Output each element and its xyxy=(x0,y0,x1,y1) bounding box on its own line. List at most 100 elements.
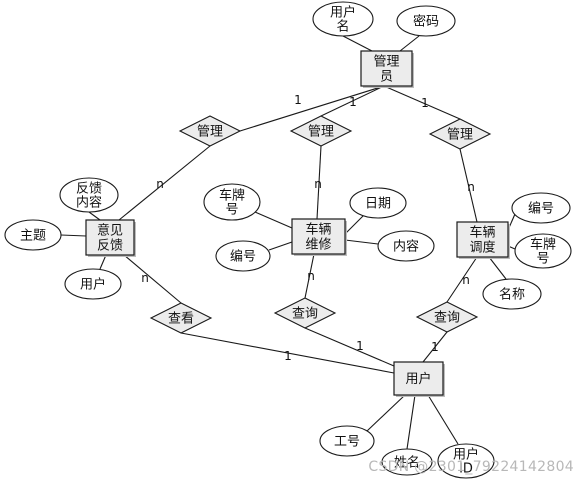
connector-line xyxy=(88,211,101,221)
cardinality-c5: n xyxy=(314,177,322,191)
label-text: 内容 xyxy=(76,195,102,211)
label-text: 编号 xyxy=(528,202,554,217)
cardinality-c6: n xyxy=(467,180,475,194)
connector-line xyxy=(342,35,373,52)
label-text: 用户 xyxy=(405,371,431,387)
relationship-r_query2: 查询 xyxy=(415,301,479,333)
connector-lines xyxy=(60,35,516,450)
cardinality-c12: 1 xyxy=(431,340,439,354)
attribute-dp_name: 名称 xyxy=(482,278,542,310)
connector-line xyxy=(304,327,395,367)
connector-line xyxy=(399,35,420,52)
relationship-r_view: 查看 xyxy=(149,302,213,334)
connector-line xyxy=(123,254,182,304)
label-text: 车牌 xyxy=(530,237,556,253)
attribute-ellipse xyxy=(319,425,375,457)
attribute-admin_password: 密码 xyxy=(396,5,456,37)
attribute-fb_subject: 主题 xyxy=(4,219,62,251)
attribute-rp_date: 日期 xyxy=(349,187,407,219)
label-text: 查看 xyxy=(168,311,194,327)
entity-box xyxy=(291,218,346,255)
label-text: 管理 xyxy=(308,125,334,140)
connector-line xyxy=(427,394,459,445)
label-text: 编号 xyxy=(230,250,256,265)
attribute-fb_user: 用户 xyxy=(64,268,122,300)
connector-line xyxy=(488,256,507,280)
attribute-dp_plate: 车牌号 xyxy=(514,233,572,269)
label-text: 维修 xyxy=(305,238,331,253)
cardinality-c11: 1 xyxy=(356,339,364,353)
attribute-ellipse xyxy=(203,183,261,221)
label-text: 查询 xyxy=(292,307,318,322)
relationship-diamond xyxy=(428,118,492,150)
label-text: 内容 xyxy=(393,239,419,255)
connector-line xyxy=(254,211,293,229)
attribute-rp_no: 编号 xyxy=(215,240,271,272)
connector-line xyxy=(268,241,293,251)
label-text: 车牌 xyxy=(219,188,245,204)
label-text: 日期 xyxy=(365,197,391,212)
label-text: 名 xyxy=(336,19,349,35)
cardinality-c3: 1 xyxy=(421,96,429,110)
label-text: 管理 xyxy=(373,55,399,70)
connector-line xyxy=(366,394,406,432)
relationship-r_manage1: 管理 xyxy=(178,115,242,147)
attribute-u_name: 姓名 xyxy=(381,448,433,476)
relationship-diamond xyxy=(415,301,479,333)
connector-line xyxy=(180,332,395,374)
label-text: 管理 xyxy=(197,125,223,140)
label-text: 反馈 xyxy=(76,182,102,197)
attribute-ellipse xyxy=(396,5,456,37)
connector-line xyxy=(406,394,416,450)
label-text: 反馈 xyxy=(97,239,123,254)
attribute-ellipse xyxy=(59,177,119,213)
label-text: 密码 xyxy=(413,14,439,30)
label-text: 用户 xyxy=(453,447,479,463)
attribute-u_jobno: 工号 xyxy=(319,425,375,457)
connector-line xyxy=(344,213,366,235)
label-text: 用户 xyxy=(80,277,106,293)
connector-line xyxy=(239,85,385,132)
label-text: 号 xyxy=(536,252,549,267)
cardinality-c10: 1 xyxy=(284,349,292,363)
connector-line xyxy=(99,254,107,270)
attribute-ellipse xyxy=(511,192,571,224)
cardinality-c1: 1 xyxy=(294,93,302,107)
cardinality-c7: n xyxy=(141,271,149,285)
attribute-dp_no: 编号 xyxy=(511,192,571,224)
label-text: 工号 xyxy=(334,435,360,450)
relationship-diamond xyxy=(178,115,242,147)
label-text: 员 xyxy=(380,70,393,85)
label-text: 号 xyxy=(225,203,238,218)
label-text: 用户 xyxy=(330,5,356,21)
connector-line xyxy=(118,145,211,221)
relationship-diamond xyxy=(273,297,337,329)
attribute-ellipse xyxy=(4,219,62,251)
connector-line xyxy=(383,85,461,120)
attribute-ellipse xyxy=(215,240,271,272)
entity-box xyxy=(393,361,444,396)
attribute-ellipse xyxy=(312,1,374,37)
attribute-ellipse xyxy=(514,233,572,269)
attribute-ellipse xyxy=(437,443,495,479)
relationship-r_manage3: 管理 xyxy=(428,118,492,150)
label-text: 车辆 xyxy=(469,225,495,241)
entity-box xyxy=(456,221,509,258)
connector-line xyxy=(304,253,315,299)
entity-user: 用户 xyxy=(393,361,445,397)
attribute-ellipse xyxy=(64,268,122,300)
watermark: CSDN @2301_79224142804 xyxy=(368,459,574,475)
relationship-diamond xyxy=(149,302,213,334)
entity-admin: 管理员 xyxy=(360,50,414,88)
label-text: ID xyxy=(459,462,473,477)
cardinality-c4: n xyxy=(156,177,164,191)
label-text: 调度 xyxy=(469,240,495,256)
cardinality-c9: n xyxy=(462,273,470,287)
cardinality-c8: n xyxy=(307,269,315,283)
label-text: 意见 xyxy=(97,223,123,239)
